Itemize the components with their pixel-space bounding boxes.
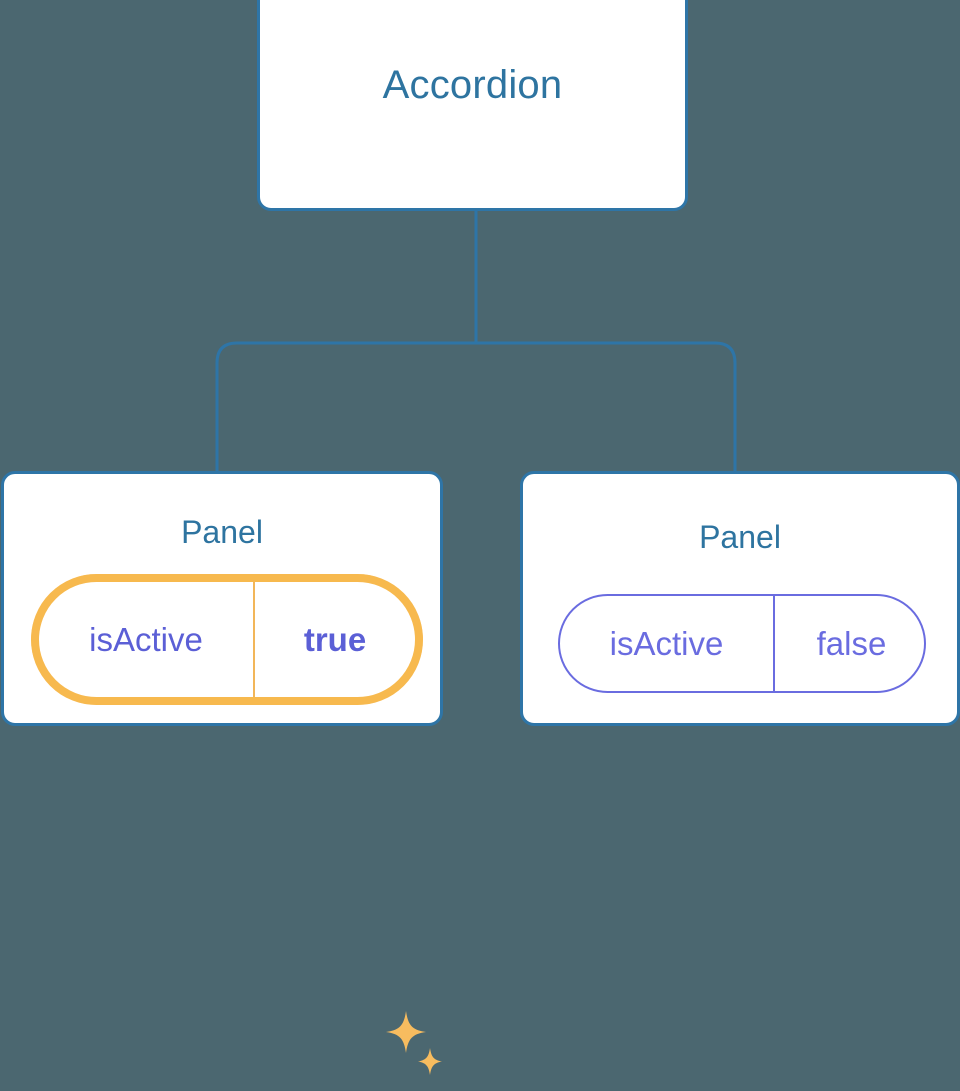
node-panel-active[interactable]: Panel isActive true: [1, 471, 443, 1075]
prop-pill-isactive-true[interactable]: isActive true: [31, 574, 423, 705]
node-panel-inactive[interactable]: Panel isActive false: [520, 471, 960, 726]
prop-key-label: isActive: [609, 625, 724, 662]
node-panel-inactive-title: Panel: [699, 519, 781, 555]
node-accordion-title: Accordion: [382, 62, 563, 107]
node-accordion[interactable]: Accordion: [257, 0, 688, 211]
edge-to-panel-left: [215, 341, 476, 472]
prop-pill-isactive-false[interactable]: isActive false: [558, 594, 926, 693]
prop-divider: [253, 582, 255, 697]
node-panel-active-title: Panel: [181, 514, 263, 550]
prop-highlight-glow: isActive true: [31, 574, 423, 705]
sparkles-icon: [386, 1011, 442, 1075]
prop-divider: [773, 596, 775, 691]
sparkle-large-icon: [386, 1011, 426, 1053]
prop-value-label: true: [303, 621, 367, 658]
edge-to-panel-right: [476, 341, 737, 472]
sparkle-small-icon: [418, 1048, 442, 1075]
prop-value-label: false: [816, 625, 887, 662]
prop-key-label: isActive: [89, 621, 203, 658]
